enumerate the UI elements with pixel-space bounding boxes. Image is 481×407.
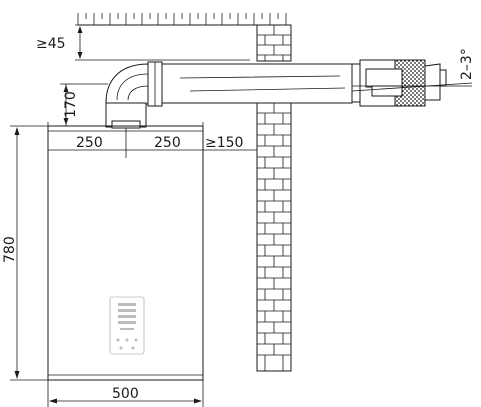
half-width-left-label: 250: [76, 135, 103, 151]
brick-wall: [256, 24, 292, 372]
boiler-display: [118, 303, 136, 330]
side-clearance-label: ≥150: [205, 135, 243, 151]
flue-pipe: [105, 59, 473, 129]
boiler-height-label: 780: [2, 236, 18, 263]
clearance-top-label: ≥45: [36, 36, 66, 52]
ceiling: [77, 13, 290, 26]
flue-offset-label: 170: [63, 91, 79, 118]
flue-slope-label: 2–3°: [459, 48, 475, 80]
half-width-right-label: 250: [154, 135, 181, 151]
dimension-lines: [10, 24, 257, 407]
boiler-width-label: 500: [112, 386, 139, 402]
boiler: [47, 125, 204, 381]
boiler-buttons: [116, 338, 138, 350]
